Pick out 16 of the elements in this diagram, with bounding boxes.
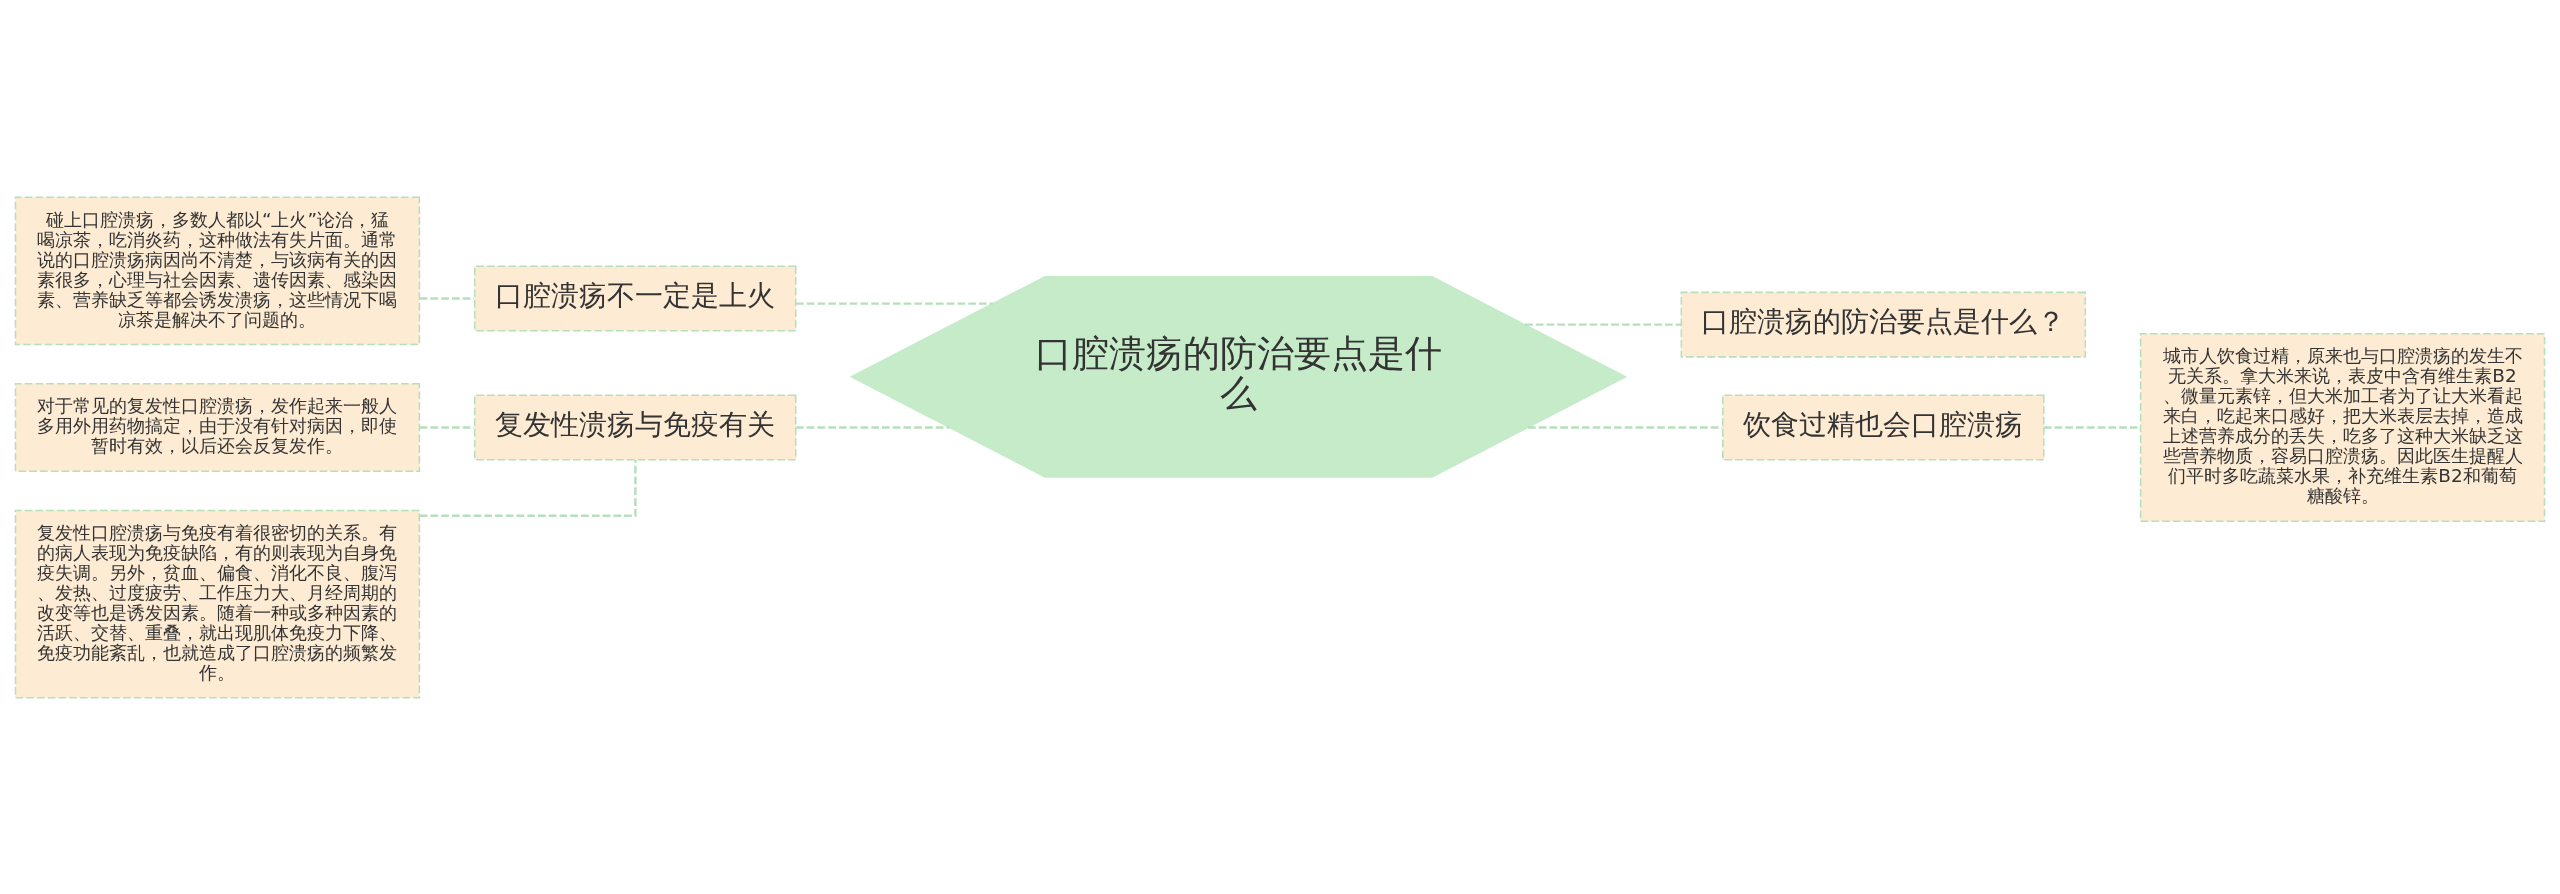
connector [419,459,637,517]
connector [2043,425,2141,429]
node-box: 对于常见的复发性口腔溃疡，发作起来一般人多用外用药物搞定，由于没有针对病因，即使暂时有效，以后还会反复发作。 [14,382,421,472]
connector [796,425,950,429]
node-box: 口腔溃疡的防治要点是什么？ [1680,291,2087,358]
node-box: 碰上口腔溃疡，多数人都以“上火”论治，猛喝凉茶，吃消炎药，这种做法有失片面。通常说的口腔溃疡病因尚不清楚，与该病有关的因素很多，心理与社会因素、遗传因素、感染因素、营养缺乏等都会诱发溃疡，这些情况下喝凉茶是解决不了问题的。 [14,195,421,345]
node-box: 口腔溃疡不一定是上火 [473,265,797,332]
node-box: 复发性溃疡与免疫有关 [473,394,797,461]
connector [419,296,475,300]
connector [796,301,993,305]
connector [1525,322,1682,326]
node-box: 城市人饮食过精，原来也与口腔溃疡的发生不无关系。拿大米来说，表皮中含有维生素B2、微量元素锌，但大米加工者为了让大米看起来白，吃起来口感好，把大米表层去掉，造成上述营养成分的丢失，吃多了这种大米缺乏这些营养物质，容易口腔溃疡。因此医生提醒人们平时多吃蔬菜水果，补充维生素B2和葡萄糖酸锌。 [2139,332,2546,522]
connector [419,425,475,429]
connector [1527,425,1723,429]
node-box: 饮食过精也会口腔溃疡 [1722,394,2045,461]
node-box: 复发性口腔溃疡与免疫有着很密切的关系。有的病人表现为免疫缺陷，有的则表现为自身免疫失调。另外，贫血、偏食、消化不良、腹泻、发热、过度疲劳、工作压力大、月经周期的改变等也是诱发因素。随着一种或多种因素的活跃、交替、重叠，就出现肌体免疫力下降、免疫功能紊乱，也就造成了口腔溃疡的频繁发作。 [14,509,421,699]
